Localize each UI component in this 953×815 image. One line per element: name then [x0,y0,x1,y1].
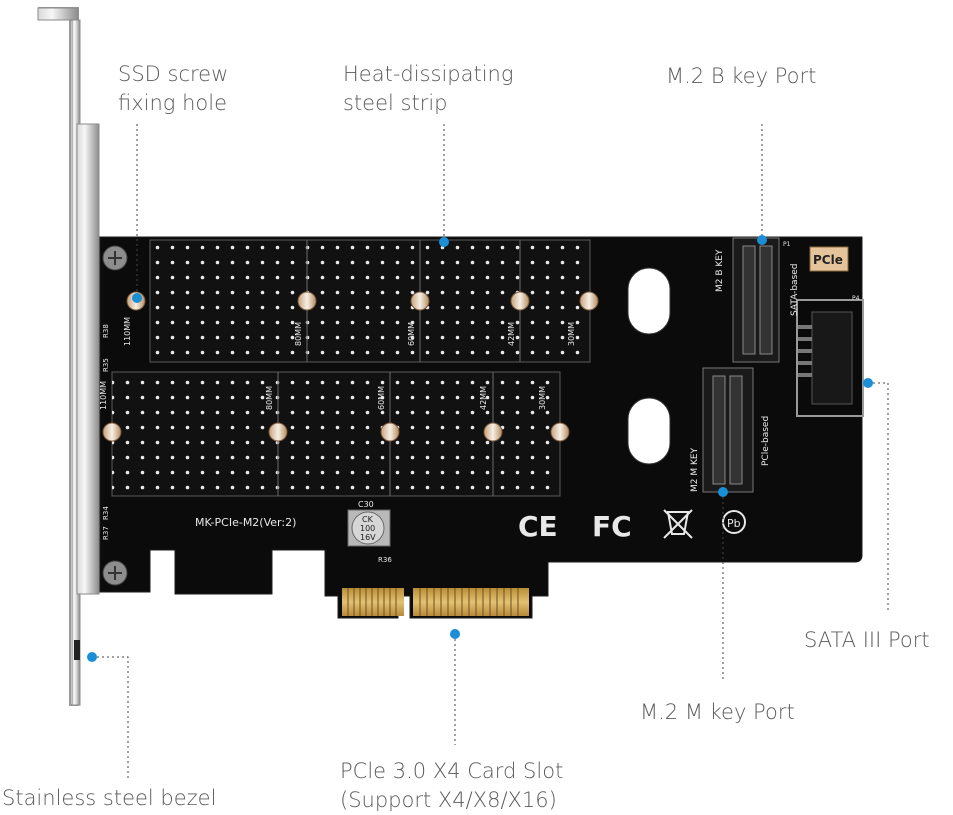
r36-ref: R36 [378,556,392,564]
callout-heat-strip: Heat-dissipating steel strip [343,60,513,118]
r38-ref: R38 [102,324,110,338]
top-size-60: 60MM [407,322,416,346]
callout-dots [87,235,873,662]
m2-m-key-connector [702,367,754,493]
capacitor-ref: C30 [358,500,374,509]
bottom-size-110: 110MM [99,381,108,410]
callout-ssd-screw-line2: fixing hole [118,91,227,115]
model-label: MK-PCIe-M2(Ver:2) [195,516,296,529]
r34-ref: R34 [102,506,110,520]
ssd-screw-holes [102,291,599,442]
top-size-30: 30MM [567,322,576,346]
ce-mark: CE [518,510,558,543]
b-key-silk: M2 B KEY [715,249,725,292]
callout-m-key-line1: M.2 M key Port [640,700,795,724]
bracket-screws [102,245,128,586]
bottom-size-42: 42MM [479,386,488,410]
bottom-size-80: 80MM [265,386,274,410]
callout-bezel: Stainless steel bezel [2,784,216,813]
bottom-size-60: 60MM [377,386,386,410]
callout-sata-line1: SATA III Port [804,628,930,652]
sata-based-silk: SATA-based [790,263,800,316]
callout-ssd-screw-line1: SSD screw [118,62,229,86]
pcie-badge-label: PCle [813,253,843,267]
pcie-gold-fingers [342,588,529,616]
callout-leaders [92,124,889,778]
pcie-based-silk: PCle-based [761,416,771,466]
top-size-110: 110MM [123,317,132,346]
p1-ref: P1 [783,241,791,248]
r37-ref: R37 [102,526,110,540]
capacitor-line1: CK [362,515,374,524]
capacitor-line2: 100 [360,524,375,533]
callout-heat-strip-line1: Heat-dissipating [343,62,514,86]
pcie-badge-bg [809,246,849,272]
top-size-42: 42MM [507,322,516,346]
callout-bezel-line1: Stainless steel bezel [2,786,217,810]
r35-ref: R35 [102,358,110,372]
silkscreen-text: MK-PCIe-M2(Ver:2) PCle M2 B KEY M2 M KEY… [99,241,860,564]
callout-m-key: M.2 M key Port [640,698,795,727]
top-size-80: 80MM [294,322,303,346]
m2-b-key-connector [732,237,780,363]
sata-connector [796,299,864,417]
p4-ref: P4 [852,295,860,302]
callout-heat-strip-line2: steel strip [343,91,448,115]
callout-b-key: M.2 B key Port [666,62,816,91]
capacitor [347,509,391,547]
bottom-size-30: 30MM [538,386,547,410]
stainless-steel-bezel [37,7,100,706]
callout-pcie-slot-line2: (Support X4/X8/X16) [340,788,557,812]
weee-bin-icon [663,509,693,539]
pb-mark: Pb [727,517,741,530]
callout-ssd-screw: SSD screw fixing hole [118,60,228,118]
board-cutouts [627,267,671,465]
capacitor-line3: 16V [360,533,376,542]
callout-sata: SATA III Port [804,626,930,655]
fc-mark: FC [592,510,632,543]
callout-b-key-line1: M.2 B key Port [666,64,817,88]
m-key-silk: M2 M KEY [690,447,700,492]
callout-pcie-slot: PCle 3.0 X4 Card Slot (Support X4/X8/X16… [340,757,563,815]
callout-pcie-slot-line1: PCle 3.0 X4 Card Slot [340,759,564,783]
